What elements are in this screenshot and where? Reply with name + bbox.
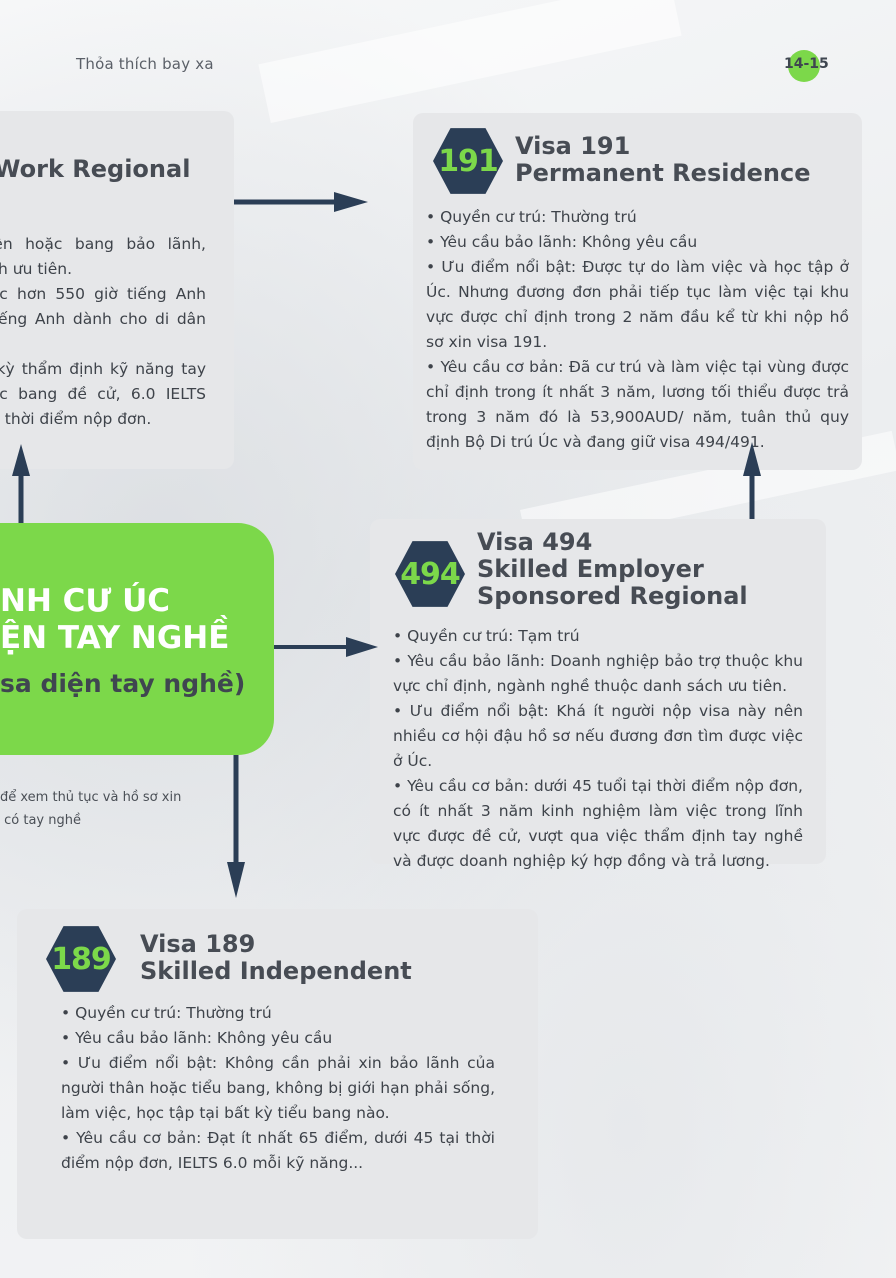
header-title: Thỏa thích bay xa xyxy=(76,55,214,73)
visa-494-title-line3: Sponsored Regional xyxy=(477,582,748,610)
visa-189-title: Visa 189 Skilled Independent xyxy=(140,931,412,985)
card-visa-494: 494 Visa 494 Skilled Employer Sponsored … xyxy=(370,519,826,870)
card-work-regional-line: tại thời điểm nộp đơn. xyxy=(0,410,152,428)
visa-189-bullet: • Ưu điểm nổi bật: Không cần phải xin bả… xyxy=(61,1054,495,1122)
visa-189-title-line2: Skilled Independent xyxy=(140,957,412,985)
visa-191-title-line1: Visa 191 xyxy=(515,132,631,160)
card-work-regional-line: tiếng Anh dành cho di dân xyxy=(0,310,206,328)
visa-191-hexagon-badge: 191 xyxy=(433,128,503,194)
center-heading-line1: NH CƯ ÚC xyxy=(0,583,171,619)
visa-189-title-line1: Visa 189 xyxy=(140,930,256,958)
center-heading-line2: ỆN TAY NGHỀ xyxy=(0,620,230,656)
visa-191-title-line2: Permanent Residence xyxy=(515,159,811,187)
card-work-regional-line: kiện hoặc bang bảo lãnh, xyxy=(0,235,206,253)
visa-189-bullet: • Quyền cư trú: Thường trú xyxy=(61,1004,272,1022)
visa-191-bullet: • Yêu cầu bảo lãnh: Không yêu cầu xyxy=(426,233,698,251)
card-work-regional-line: học hơn 550 giờ tiếng Anh xyxy=(0,285,206,303)
card-work-regional-line: a kỳ thẩm định kỹ năng tay xyxy=(0,360,206,378)
visa-189-bullet: • Yêu cầu cơ bản: Đạt ít nhất 65 điểm, d… xyxy=(61,1129,495,1172)
card-work-regional-line xyxy=(0,332,206,357)
visa-189-hexagon-badge: 189 xyxy=(46,926,116,992)
visa-494-title-line1: Visa 494 xyxy=(477,528,593,556)
note-line1: để xem thủ tục và hồ sơ xin xyxy=(0,790,182,805)
visa-191-bullet: • Quyền cư trú: Thường trú xyxy=(426,208,637,226)
visa-191-bullet: • Yêu cầu cơ bản: Đã cư trú và làm việc … xyxy=(426,358,849,451)
center-heading-box: NH CƯ ÚC ỆN TAY NGHỀ sa diện tay nghề) xyxy=(0,523,274,755)
card-work-regional-body: kiện hoặc bang bảo lãnh, ách ưu tiên. họ… xyxy=(0,232,206,432)
visa-191-title: Visa 191 Permanent Residence xyxy=(515,133,811,187)
visa-494-bullet: • Quyền cư trú: Tạm trú xyxy=(393,627,580,645)
visa-494-bullet: • Yêu cầu cơ bản: dưới 45 tuổi tại thời … xyxy=(393,777,803,870)
note-line2: có tay nghề xyxy=(0,813,81,828)
visa-189-details: • Quyền cư trú: Thường trú • Yêu cầu bảo… xyxy=(61,1001,495,1176)
page-number: 14-15 xyxy=(784,56,829,72)
card-work-regional: Work Regional kiện hoặc bang bảo lãnh, á… xyxy=(0,111,234,469)
card-work-regional-title: Work Regional xyxy=(0,155,191,183)
visa-191-details: • Quyền cư trú: Thường trú • Yêu cầu bảo… xyxy=(426,205,849,455)
visa-494-title: Visa 494 Skilled Employer Sponsored Regi… xyxy=(477,529,748,610)
visa-494-hexagon-badge: 494 xyxy=(395,541,465,607)
card-visa-189: 189 Visa 189 Skilled Independent • Quyền… xyxy=(17,909,538,1239)
visa-494-bullet: • Yêu cầu bảo lãnh: Doanh nghiệp bảo trợ… xyxy=(393,652,803,695)
center-heading-line3: sa diện tay nghề) xyxy=(0,669,246,698)
visa-494-bullet: • Ưu điểm nổi bật: Khá ít người nộp visa… xyxy=(393,702,803,770)
page-badge xyxy=(788,50,820,82)
visa-494-details: • Quyền cư trú: Tạm trú • Yêu cầu bảo lã… xyxy=(393,624,803,874)
visa-189-bullet: • Yêu cầu bảo lãnh: Không yêu cầu xyxy=(61,1029,333,1047)
visa-191-bullet: • Ưu điểm nổi bật: Được tự do làm việc v… xyxy=(426,258,849,351)
visa-494-title-line2: Skilled Employer xyxy=(477,555,704,583)
card-work-regional-line: ách ưu tiên. xyxy=(0,260,73,278)
card-visa-191: 191 Visa 191 Permanent Residence • Quyền… xyxy=(413,113,862,470)
card-work-regional-line: ược bang đề cử, 6.0 IELTS xyxy=(0,385,206,403)
